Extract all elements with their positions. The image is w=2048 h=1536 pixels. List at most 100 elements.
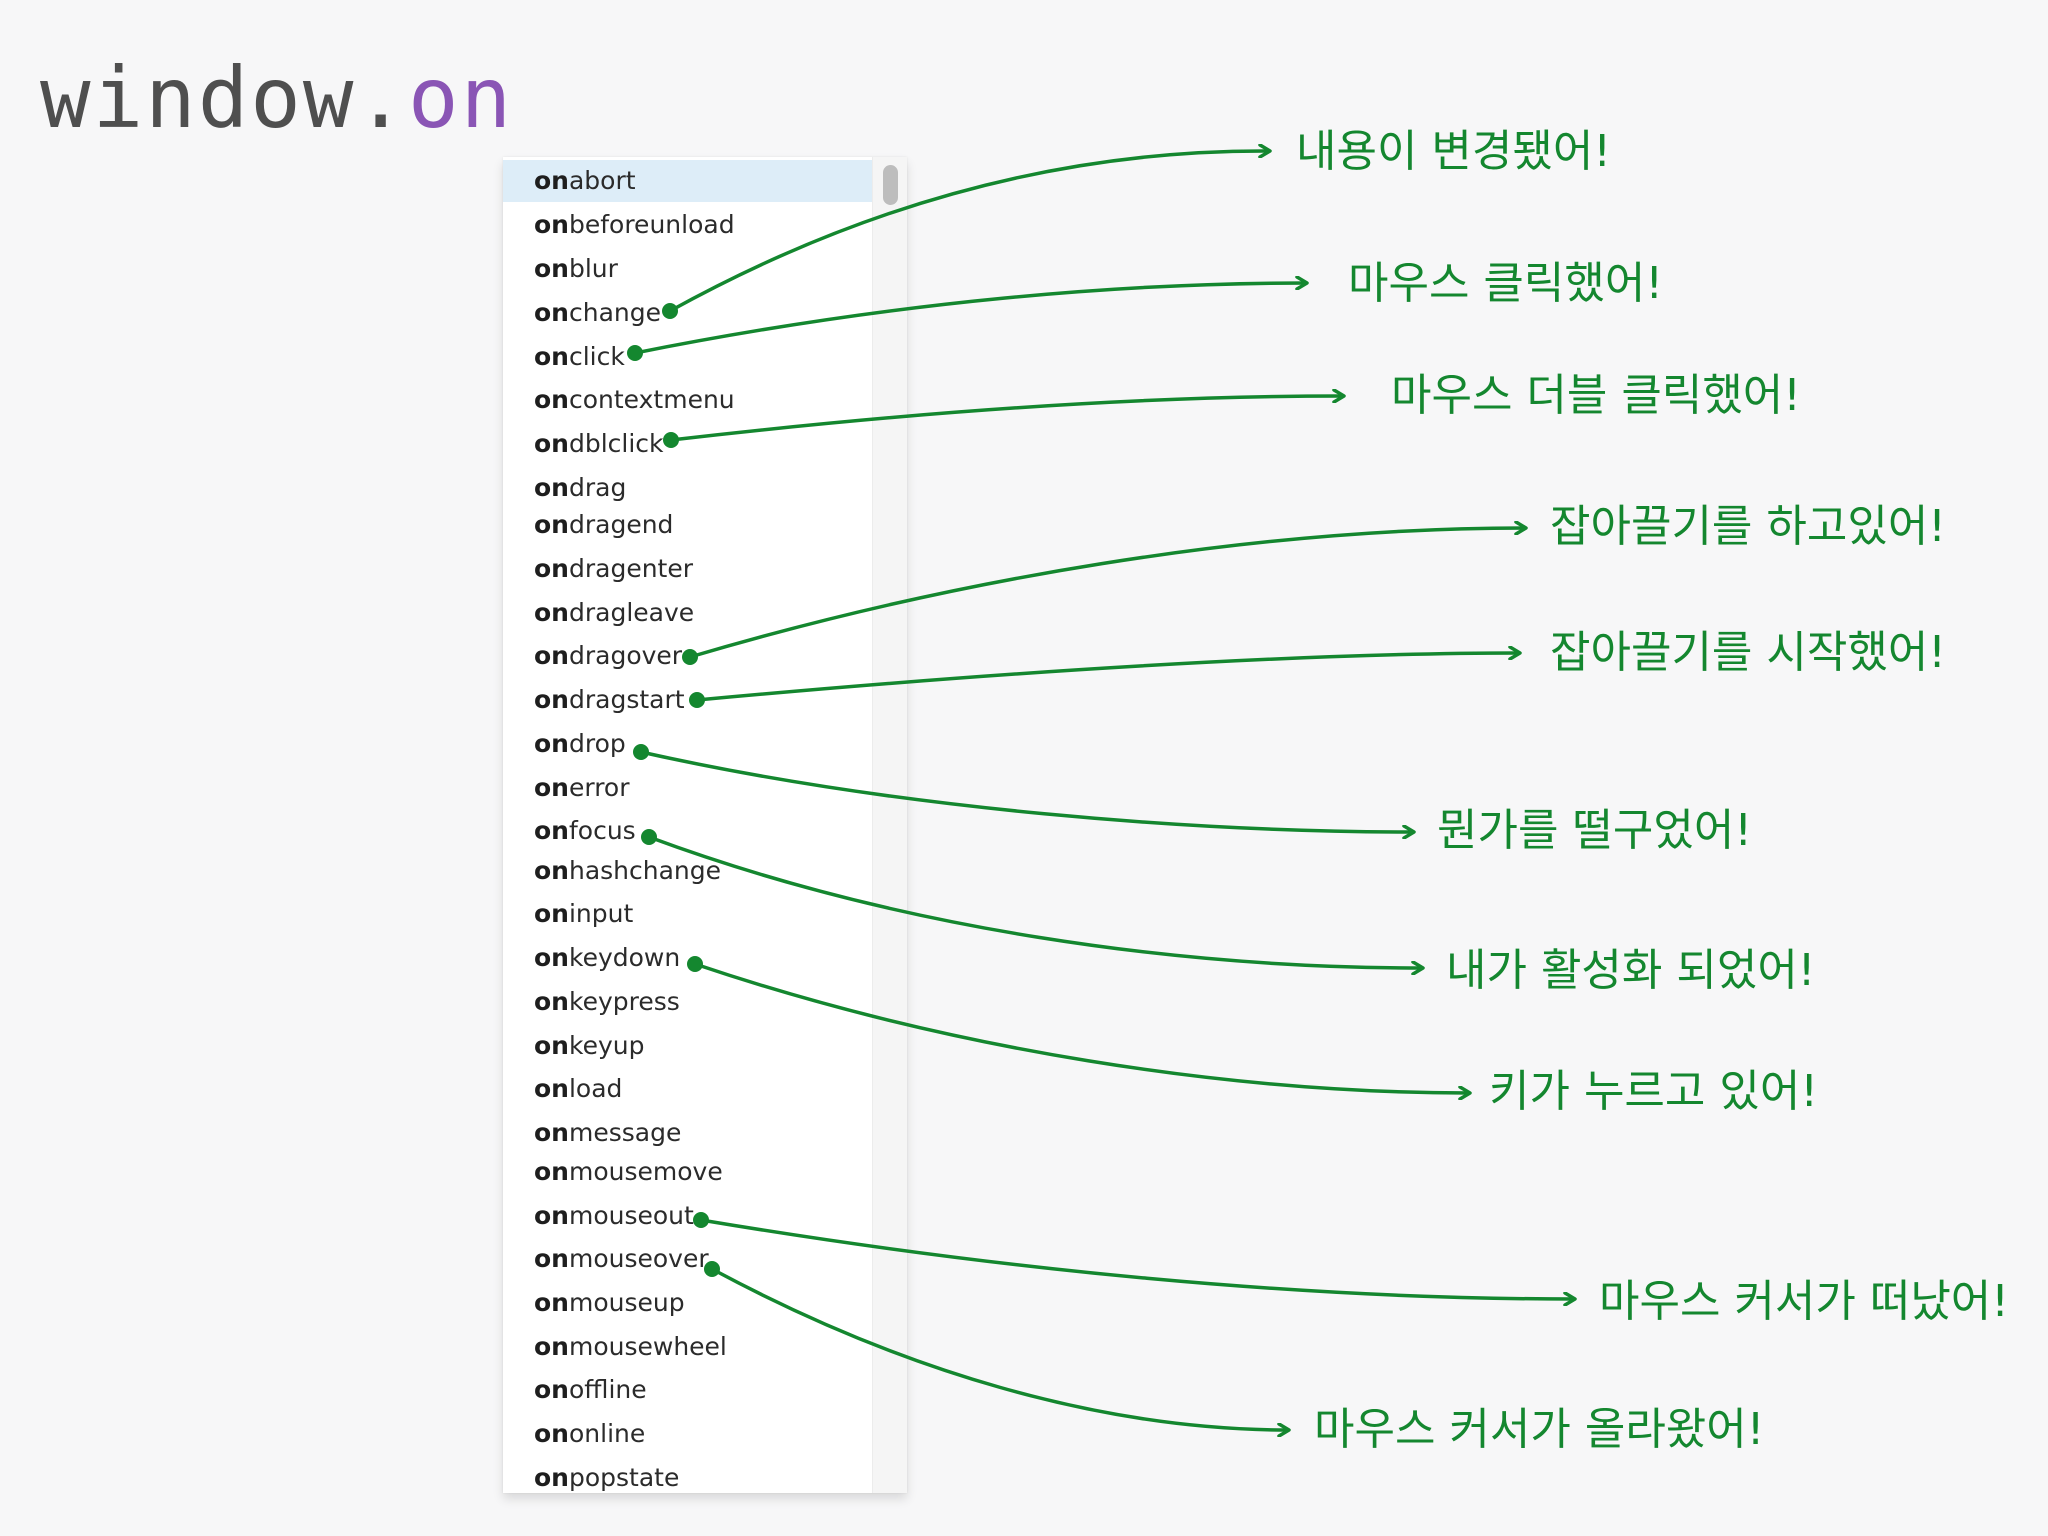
list-item-onmouseover[interactable]: onmouseover	[503, 1238, 873, 1280]
list-item-onkeypress[interactable]: onkeypress	[503, 981, 873, 1023]
arrow-onclick	[633, 283, 1306, 355]
list-item-oninput[interactable]: oninput	[503, 893, 873, 935]
item-suffix: dblclick	[568, 429, 664, 458]
item-suffix: mouseup	[568, 1288, 685, 1317]
item-suffix: dragenter	[568, 554, 694, 583]
list-item-onabort[interactable]: onabort	[503, 160, 873, 202]
item-prefix: on	[534, 1118, 569, 1147]
dot-ondragstart	[689, 692, 705, 708]
list-item-onmouseout[interactable]: onmouseout	[503, 1195, 873, 1237]
list-item-onload[interactable]: onload	[503, 1068, 873, 1110]
item-suffix: mouseover	[568, 1244, 709, 1273]
dot-onclick	[627, 345, 643, 361]
list-item-ondragend[interactable]: ondragend	[503, 504, 873, 546]
dot-onfocus	[641, 829, 657, 845]
list-item-ondrag[interactable]: ondrag	[503, 467, 873, 509]
scrollbar[interactable]	[872, 157, 907, 1493]
page-title: window.on	[40, 56, 513, 140]
list-item-ondblclick[interactable]: ondblclick	[503, 423, 873, 465]
item-suffix: keypress	[568, 987, 680, 1016]
arrow-onkeydown	[693, 962, 1469, 1093]
dot-onkeydown	[687, 956, 703, 972]
item-suffix: focus	[568, 816, 636, 845]
item-prefix: on	[534, 210, 569, 239]
item-prefix: on	[534, 641, 569, 670]
item-prefix: on	[534, 1157, 569, 1186]
item-prefix: on	[534, 510, 569, 539]
item-suffix: dragstart	[568, 685, 685, 714]
list-item-onerror[interactable]: onerror	[503, 767, 873, 809]
list-item-onmousewheel[interactable]: onmousewheel	[503, 1326, 873, 1368]
dot-onmouseover	[704, 1261, 720, 1277]
item-prefix: on	[534, 1463, 569, 1492]
item-suffix: dragend	[568, 510, 674, 539]
annotation-label-onmouseout: 마우스 커서가 떠났어!	[1599, 1276, 2009, 1327]
list-item-ondragleave[interactable]: ondragleave	[503, 592, 873, 634]
item-prefix: on	[534, 254, 569, 283]
list-item-onblur[interactable]: onblur	[503, 248, 873, 290]
dot-onchange	[662, 303, 678, 319]
item-prefix: on	[534, 429, 569, 458]
item-prefix: on	[534, 943, 569, 972]
list-item-ononline[interactable]: ononline	[503, 1413, 873, 1455]
autocomplete-list[interactable]: onabort onbeforeunload onblur onchange o…	[503, 157, 907, 1493]
item-suffix: drag	[568, 473, 627, 502]
scrollbar-thumb[interactable]	[883, 165, 898, 205]
list-item-ondragstart[interactable]: ondragstart	[503, 679, 873, 721]
item-prefix: on	[534, 899, 569, 928]
list-item-onclick[interactable]: onclick	[503, 336, 873, 378]
annotation-label-onfocus: 내가 활성화 되었어!	[1446, 945, 1816, 996]
arrow-onmouseover	[710, 1267, 1288, 1430]
item-suffix: offline	[568, 1375, 647, 1404]
list-item-onkeyup[interactable]: onkeyup	[503, 1025, 873, 1067]
list-item-onkeydown[interactable]: onkeydown	[503, 937, 873, 979]
item-suffix: keydown	[568, 943, 681, 972]
item-prefix: on	[534, 685, 569, 714]
item-suffix: popstate	[568, 1463, 680, 1492]
list-item-onchange[interactable]: onchange	[503, 292, 873, 334]
item-suffix: beforeunload	[568, 210, 735, 239]
list-item-onmousemove[interactable]: onmousemove	[503, 1151, 873, 1193]
list-item-oncontextmenu[interactable]: oncontextmenu	[503, 379, 873, 421]
item-prefix: on	[534, 1332, 569, 1361]
item-suffix: blur	[568, 254, 618, 283]
item-suffix: abort	[568, 166, 636, 195]
list-item-onpopstate[interactable]: onpopstate	[503, 1457, 873, 1493]
item-prefix: on	[534, 856, 569, 885]
annotation-label-onclick: 마우스 클릭했어!	[1348, 258, 1663, 309]
item-suffix: input	[568, 899, 634, 928]
item-prefix: on	[534, 729, 569, 758]
arrow-ondblclick	[669, 396, 1343, 442]
item-prefix: on	[534, 385, 569, 414]
item-suffix: error	[568, 773, 630, 802]
list-item-onmessage[interactable]: onmessage	[503, 1112, 873, 1154]
arrow-ondragover	[688, 528, 1525, 659]
title-accent: on	[408, 49, 514, 147]
item-suffix: change	[568, 298, 661, 327]
item-prefix: on	[534, 1288, 569, 1317]
list-item-onbeforeunload[interactable]: onbeforeunload	[503, 204, 873, 246]
item-suffix: dragleave	[568, 598, 695, 627]
list-item-ondragenter[interactable]: ondragenter	[503, 548, 873, 590]
list-item-onoffline[interactable]: onoffline	[503, 1369, 873, 1411]
arrow-onmouseout	[699, 1218, 1574, 1299]
list-item-ondrop[interactable]: ondrop	[503, 723, 873, 765]
item-prefix: on	[534, 1074, 569, 1103]
list-item-onfocus[interactable]: onfocus	[503, 810, 873, 852]
item-suffix: mousemove	[568, 1157, 723, 1186]
item-suffix: dragover	[568, 641, 683, 670]
item-prefix: on	[534, 773, 569, 802]
list-item-onmouseup[interactable]: onmouseup	[503, 1282, 873, 1324]
annotation-label-ondragstart: 잡아끌기를 시작했어!	[1550, 627, 1946, 678]
annotation-label-onmouseover: 마우스 커서가 올라왔어!	[1314, 1404, 1765, 1455]
dot-onmouseout	[693, 1212, 709, 1228]
dot-ondrop	[633, 744, 649, 760]
list-item-onhashchange[interactable]: onhashchange	[503, 850, 873, 892]
item-prefix: on	[534, 816, 569, 845]
item-prefix: on	[534, 554, 569, 583]
list-item-ondragover[interactable]: ondragover	[503, 635, 873, 677]
item-suffix: keyup	[568, 1031, 645, 1060]
arrow-ondrop	[639, 750, 1413, 832]
item-prefix: on	[534, 298, 569, 327]
